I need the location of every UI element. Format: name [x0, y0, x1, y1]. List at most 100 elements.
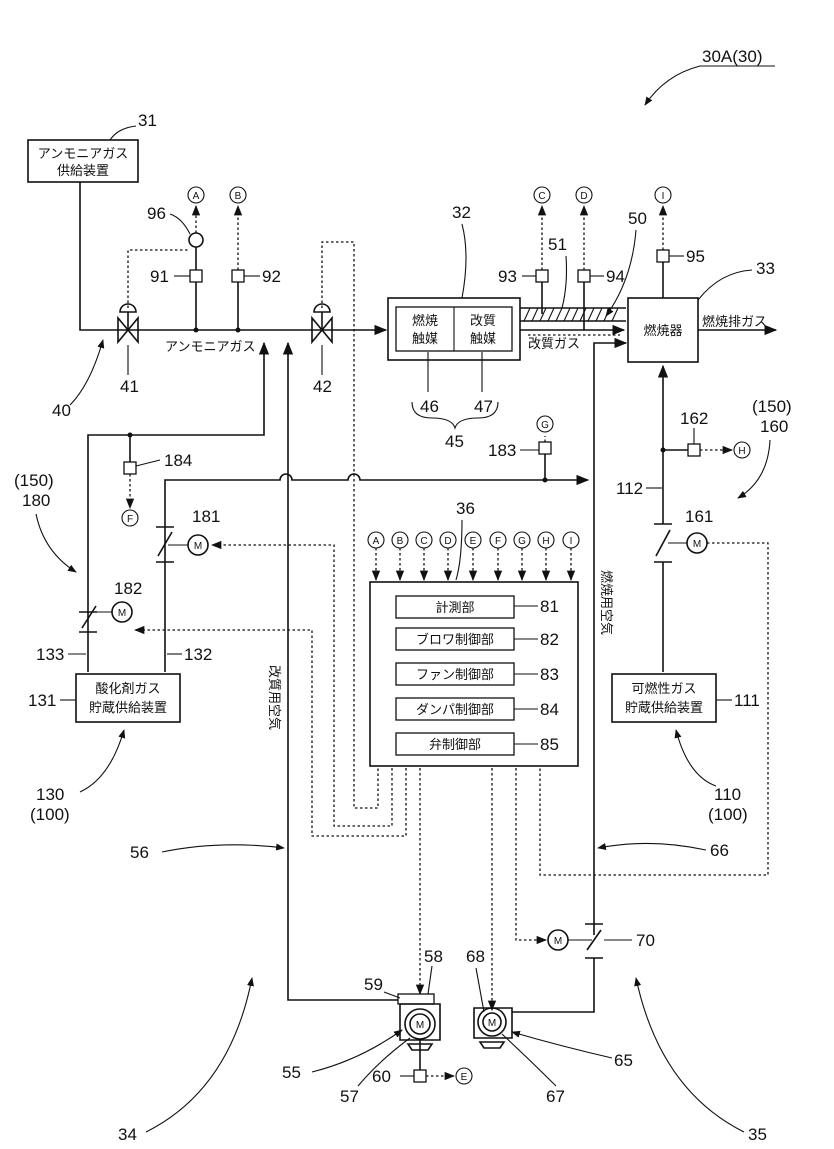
- leader-55: [312, 1030, 402, 1072]
- leader-31: [110, 126, 136, 140]
- tag-f: F: [127, 514, 133, 525]
- ref-161: 161: [685, 507, 713, 526]
- unit-measurement-label: 計測部: [435, 600, 474, 616]
- sensor-93: [536, 270, 548, 282]
- motor-70-label: M: [554, 936, 562, 947]
- leader-36: [456, 520, 462, 580]
- junction-92: [236, 328, 241, 333]
- ammonia-gas-label: アンモニアガス: [165, 340, 255, 355]
- control-to-damper-70: [516, 768, 546, 940]
- leader-68: [476, 968, 484, 1012]
- unit-damper-label: ダンパ制御部: [416, 703, 494, 718]
- ctrl-tag-h: H: [542, 536, 549, 547]
- ref-55: 55: [282, 1063, 301, 1082]
- valve-41: [118, 304, 138, 342]
- ref-35: 35: [748, 1125, 767, 1144]
- oxidizer-line-133: [88, 343, 264, 672]
- oxidizer-storage-label-1: 酸化剤ガス: [95, 681, 160, 697]
- ref-68: 68: [466, 947, 485, 966]
- ref-94: 94: [606, 267, 625, 286]
- reforming-air-label: 改質用空気: [266, 665, 282, 730]
- leader-58: [428, 966, 432, 994]
- blower-motor-59: [398, 994, 434, 1004]
- combustion-catalyst-label-2: 触媒: [412, 332, 438, 347]
- leader-34: [146, 978, 252, 1132]
- ref-65: 65: [614, 1051, 633, 1070]
- ref-132: 132: [184, 645, 212, 664]
- sensor-91: [190, 270, 202, 282]
- blower-motor-label: M: [416, 1020, 424, 1031]
- sensor-96: [189, 233, 203, 247]
- ammonia-supply-label-2: 供給装置: [57, 164, 109, 179]
- ref-130: 130: [36, 785, 64, 804]
- ref-42: 42: [313, 377, 332, 396]
- sensor-183: [539, 442, 551, 454]
- fan-discharge: [512, 958, 594, 1012]
- ref-100-right: (100): [708, 805, 748, 824]
- ref-56: 56: [130, 843, 149, 862]
- ref-162: 162: [680, 409, 708, 428]
- ref-60: 60: [372, 1067, 391, 1086]
- unit-valve-label: 弁制御部: [429, 738, 481, 753]
- ref-50: 50: [628, 209, 647, 228]
- reforming-catalyst-label-1: 改質: [470, 314, 496, 329]
- line-132-upper: [165, 474, 588, 545]
- ref-131: 131: [28, 691, 56, 710]
- leader-35: [636, 978, 744, 1132]
- leader-56: [162, 845, 284, 852]
- ref-83: 83: [540, 665, 559, 684]
- ref-47: 47: [474, 397, 493, 416]
- ref-180: 180: [22, 491, 50, 510]
- leader-65: [512, 1032, 612, 1058]
- ref-32: 32: [452, 203, 471, 222]
- sensor-92: [232, 270, 244, 282]
- exhaust-label: 燃焼排ガス: [702, 314, 767, 330]
- ctrl-tag-a: A: [373, 536, 380, 547]
- ammonia-supply-label-1: アンモニアガス: [38, 147, 128, 162]
- unit-fan-label: ファン制御部: [416, 668, 494, 683]
- leader-66: [598, 843, 706, 850]
- ctrl-tag-b: B: [397, 536, 404, 547]
- unit-blower-label: ブロワ制御部: [416, 632, 494, 648]
- motor-182-label: M: [118, 608, 126, 619]
- ctrl-tag-i: I: [570, 536, 573, 547]
- ref-51: 51: [548, 235, 567, 254]
- reformed-gas-label: 改質ガス: [528, 337, 580, 352]
- tag-c: C: [538, 191, 545, 202]
- ref-111: 111: [734, 691, 760, 710]
- combustion-catalyst-label-1: 燃焼: [412, 313, 438, 329]
- ref-150-left: (150): [14, 471, 54, 490]
- ctrl-tag-g: G: [518, 536, 526, 547]
- sensor-95: [657, 250, 669, 262]
- damper-161-blade: [656, 530, 670, 556]
- tag-a: A: [193, 191, 200, 202]
- ref-40: 40: [52, 401, 71, 420]
- ref-59: 59: [364, 975, 383, 994]
- ref-95: 95: [686, 247, 705, 266]
- ref-34: 34: [118, 1125, 137, 1144]
- motor-181-label: M: [194, 541, 202, 552]
- figure-ref-label: 30A(30): [702, 47, 762, 66]
- leader-180: [36, 514, 76, 572]
- fan-base: [480, 1042, 504, 1048]
- leader-32: [462, 224, 466, 298]
- ref-91: 91: [150, 267, 169, 286]
- ref-100-left: (100): [30, 805, 70, 824]
- leader-110: [676, 730, 716, 786]
- ctrl-tag-e: E: [470, 536, 477, 547]
- oxidizer-storage-label-2: 貯蔵供給装置: [89, 701, 167, 716]
- tag-e: E: [461, 1072, 468, 1083]
- leader-184: [136, 460, 160, 466]
- tag-i: I: [662, 191, 665, 202]
- leader-40: [70, 340, 103, 405]
- ref-92: 92: [262, 267, 281, 286]
- combustor-label: 燃焼器: [643, 323, 682, 339]
- ammonia-main-line: [80, 182, 386, 330]
- ctrl-tag-c: C: [420, 536, 427, 547]
- ref-133: 133: [36, 645, 64, 664]
- ref-182: 182: [114, 579, 142, 598]
- control-to-motor-182: [135, 630, 406, 836]
- control-to-motor-181: [212, 545, 392, 826]
- ref-181: 181: [192, 507, 220, 526]
